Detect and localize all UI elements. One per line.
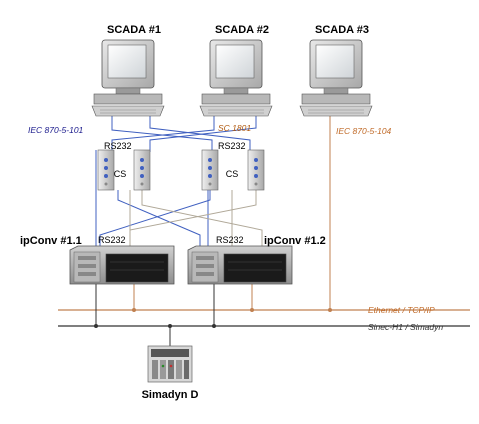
- cs-converter-2a[interactable]: [201, 149, 219, 191]
- rs232-label-ipconv12: RS232: [216, 235, 244, 245]
- scada-3-label: SCADA #3: [315, 24, 369, 36]
- link-cs2-ipconv11: [99, 190, 211, 248]
- cs-converter-1a[interactable]: [97, 149, 115, 191]
- ipconv-1-1-label: ipConv #1.1: [20, 235, 82, 247]
- rs232-label-ipconv11: RS232: [98, 235, 126, 245]
- scada-1-workstation[interactable]: [91, 39, 165, 117]
- ipconv-1-2-label: ipConv #1.2: [264, 235, 326, 247]
- protocol-iec104-label: IEC 870-5-104: [336, 126, 392, 136]
- simadyn-d-device[interactable]: [147, 345, 193, 383]
- rs232-label-cs1: RS232: [104, 141, 132, 151]
- scada-2-label: SCADA #2: [215, 24, 269, 36]
- ipconv-1-2-rack[interactable]: [187, 245, 293, 285]
- link-cs1-ipconv12-gray: [141, 190, 263, 248]
- link-cs2-ipconv11-gray: [129, 190, 257, 248]
- ipconv-1-1-rack[interactable]: [69, 245, 175, 285]
- protocol-sc1801-label: SC 1801: [218, 123, 251, 133]
- protocol-iec101-label: IEC 870-5-101: [28, 125, 84, 135]
- sinec-bus-label: Sinec-H1 / Simadyn: [368, 322, 443, 332]
- link-cs1-ipconv12: [117, 190, 201, 248]
- scada-3-workstation[interactable]: [299, 39, 373, 117]
- bus-junctions: [94, 308, 332, 328]
- bus-drops: [95, 284, 253, 348]
- rs232-label-cs2: RS232: [218, 141, 246, 151]
- gray-links: [129, 190, 263, 248]
- cs-converter-1b[interactable]: [133, 149, 151, 191]
- cs-label-2: CS: [226, 169, 239, 179]
- cs-converter-2b[interactable]: [247, 149, 265, 191]
- scada-1-label: SCADA #1: [107, 24, 161, 36]
- simadyn-d-label: Simadyn D: [142, 389, 199, 401]
- scada-2-workstation[interactable]: [199, 39, 273, 117]
- ethernet-bus-label: Ethernet / TCP/IP: [368, 305, 435, 315]
- cs-label-1: CS: [114, 169, 127, 179]
- link-scada2-cs1b: [149, 116, 257, 152]
- link-scada2-cs1: [111, 116, 215, 152]
